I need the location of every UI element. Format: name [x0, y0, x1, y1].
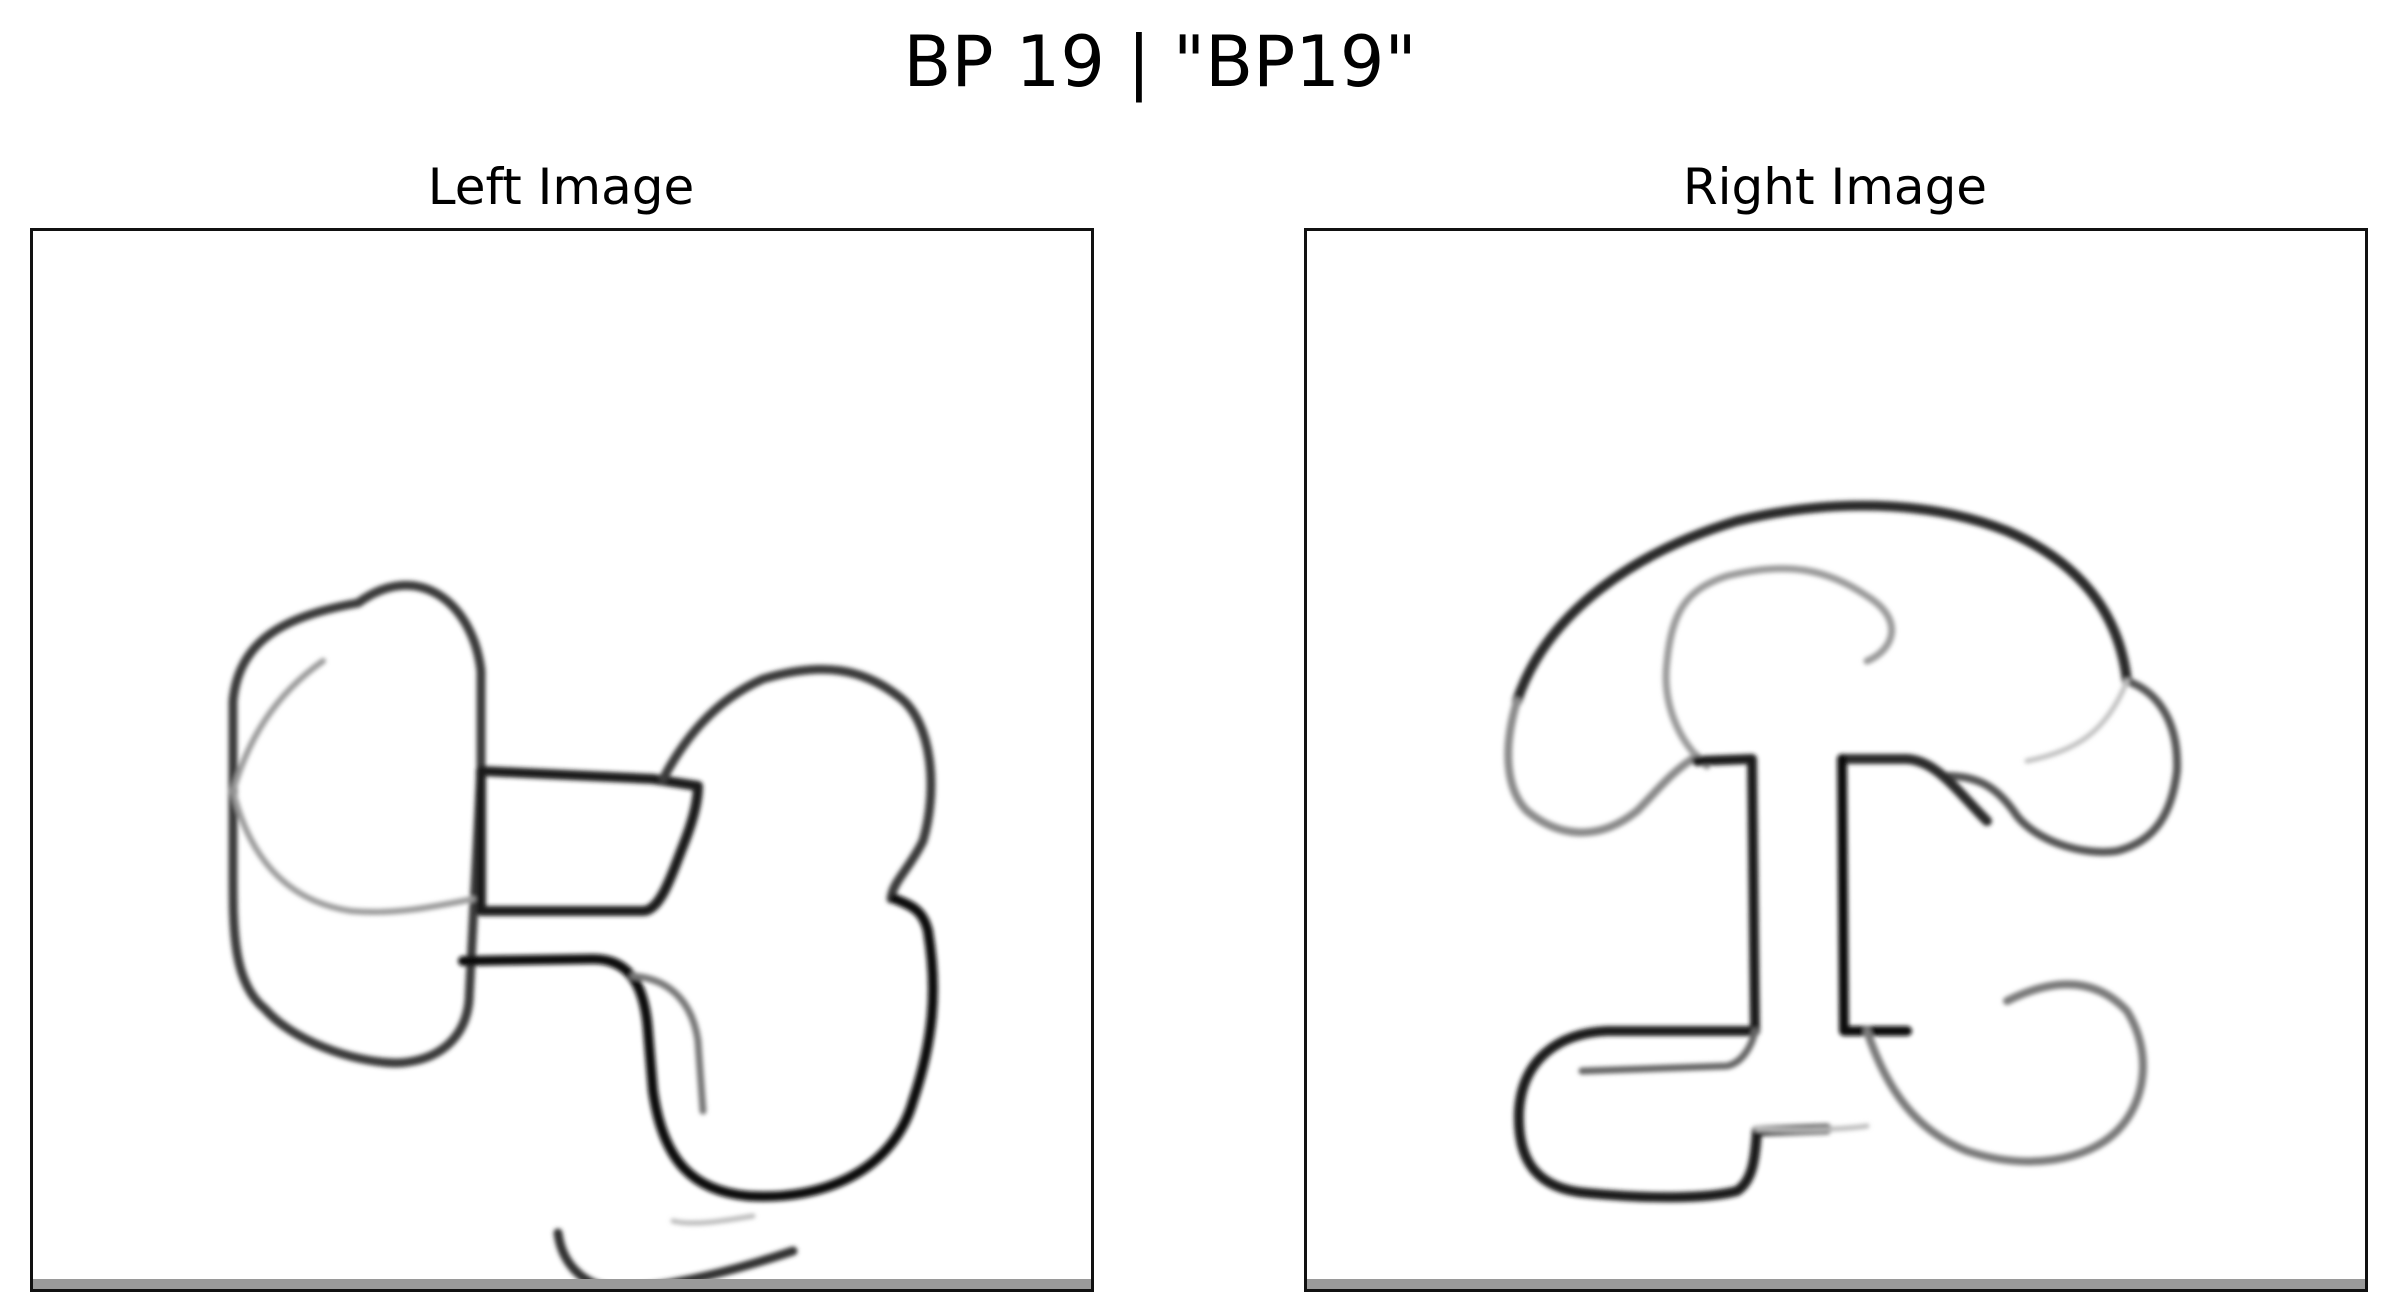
inner-loop [1662, 565, 1896, 770]
inner-small-arc [629, 972, 707, 1115]
upper-bridge [476, 766, 703, 916]
dome-arc [1512, 500, 2132, 706]
left-outer-loop [228, 580, 486, 1068]
dome-left-side [1504, 697, 1701, 837]
panel-bottom-edge [33, 1279, 1091, 1289]
figure-title: BP 19 | "BP19" [903, 21, 1417, 103]
right-drawing [1504, 500, 2182, 1203]
stem-left [1513, 754, 1832, 1203]
lower-bridge [458, 894, 938, 1202]
left-image-title: Left Image [427, 158, 695, 216]
left-drawing [228, 580, 938, 1289]
panel-bottom-edge [1307, 1279, 2365, 1289]
lower-right-loop [1863, 980, 2147, 1166]
right-upper-loop [658, 664, 936, 904]
stem-right [1837, 754, 1992, 826]
left-inner-arc [230, 658, 476, 916]
right-lobe [1943, 677, 2182, 856]
left-image-panel [30, 228, 1094, 1292]
right-inner-faint [2024, 678, 2130, 764]
faint-connector [1754, 1123, 1870, 1133]
left-inner-stroke [1578, 1027, 1759, 1075]
right-image-panel [1304, 228, 2368, 1292]
right-image-title: Right Image [1682, 158, 1988, 216]
faint-tail [670, 1213, 756, 1226]
stem-right-vertical [1837, 754, 1912, 1036]
